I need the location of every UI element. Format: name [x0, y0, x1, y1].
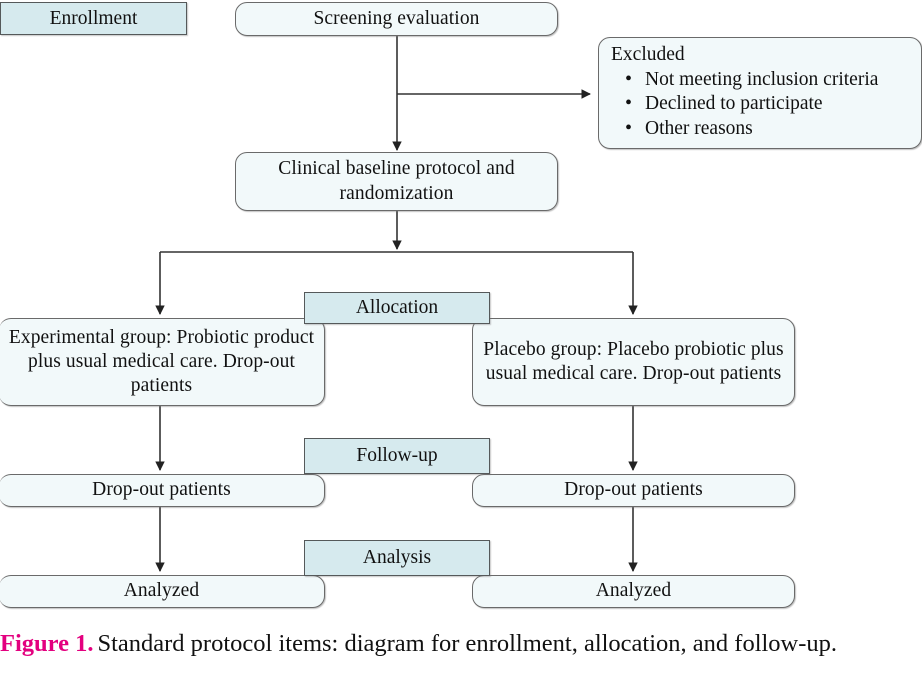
- node-followup-dropout-left: Drop-out patients: [0, 474, 325, 507]
- figure-caption-text: Standard protocol items: diagram for enr…: [97, 630, 838, 657]
- node-experimental-group: Experimental group: Probiotic product pl…: [0, 318, 325, 406]
- node-placebo-group-text: Placebo group: Placebo probiotic plus us…: [483, 338, 784, 384]
- phase-label-analysis: Analysis: [304, 540, 490, 576]
- node-clinical-baseline-randomization-text: Clinical baseline protocol and randomiza…: [278, 158, 515, 204]
- node-analyzed-right-text: Analyzed: [595, 580, 672, 602]
- phase-label-analysis-text: Analysis: [362, 547, 432, 569]
- phase-label-enrollment-text: Enrollment: [49, 7, 138, 29]
- list-item: Not meeting inclusion criteria: [625, 67, 911, 93]
- node-excluded-heading: Excluded: [611, 44, 685, 65]
- node-clinical-baseline-randomization: Clinical baseline protocol and randomiza…: [235, 152, 558, 211]
- node-excluded: Excluded Not meeting inclusion criteria …: [598, 37, 922, 149]
- list-item: Declined to participate: [625, 91, 911, 117]
- phase-label-allocation-text: Allocation: [355, 297, 439, 319]
- node-followup-dropout-right: Drop-out patients: [472, 474, 795, 507]
- node-followup-dropout-left-text: Drop-out patients: [92, 479, 231, 501]
- phase-label-followup-text: Follow-up: [356, 445, 438, 467]
- node-placebo-group: Placebo group: Placebo probiotic plus us…: [472, 318, 795, 406]
- node-experimental-group-text: Experimental group: Probiotic product pl…: [8, 326, 315, 397]
- figure-number-label: Figure 1.: [0, 630, 94, 657]
- node-analyzed-left-text: Analyzed: [123, 580, 200, 602]
- node-screening-evaluation-text: Screening evaluation: [313, 7, 480, 29]
- phase-label-enrollment: Enrollment: [0, 2, 187, 35]
- excluded-reason-list: Not meeting inclusion criteria Declined …: [611, 67, 911, 142]
- node-analyzed-left: Analyzed: [0, 575, 325, 608]
- node-followup-dropout-right-text: Drop-out patients: [564, 479, 703, 501]
- phase-label-allocation: Allocation: [304, 292, 490, 324]
- phase-label-followup: Follow-up: [304, 438, 490, 474]
- node-analyzed-right: Analyzed: [472, 575, 795, 608]
- figure-caption: Figure 1.Standard protocol items: diagra…: [0, 628, 922, 660]
- node-screening-evaluation: Screening evaluation: [235, 2, 558, 36]
- list-item: Other reasons: [625, 116, 911, 142]
